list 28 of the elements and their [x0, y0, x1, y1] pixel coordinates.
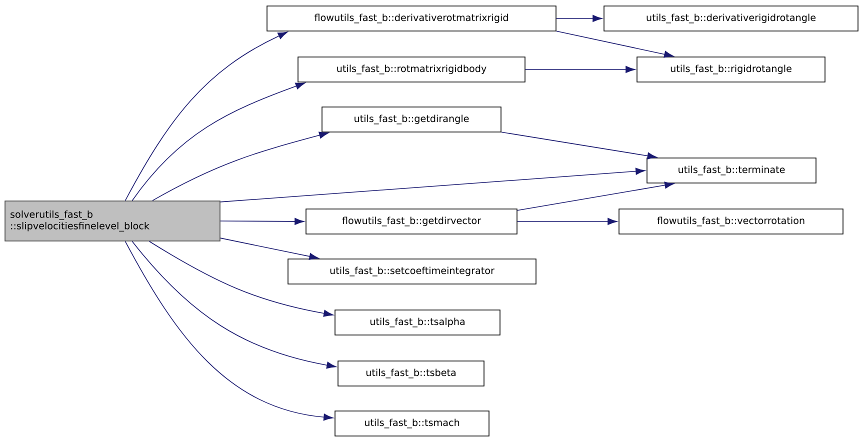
function-box: utils_fast_b::tsalpha	[334, 310, 500, 336]
function-box: flowutils_fast_b::vectorrotation	[618, 208, 844, 234]
arrow	[132, 82, 306, 201]
function-box: utils_fast_b::tsmach	[334, 410, 490, 436]
arrow	[220, 218, 304, 225]
function-box: utils_fast_b::rigidrotangle	[636, 56, 826, 82]
function-box: flowutils_fast_b::getdirvector	[306, 208, 518, 234]
arrow	[132, 240, 336, 369]
function-box: utils_fast_b::derivativerigidrotangle	[604, 6, 858, 32]
function-box: utils_fast_b::terminate	[646, 158, 816, 184]
arrow	[124, 240, 334, 421]
function-box: flowutils_fast_b::derivativerotmatrixrigid	[266, 6, 556, 32]
function-box: utils_fast_b::rotmatrixrigidbody	[298, 56, 526, 82]
function-box: solverutils_fast_b ::slipvelocitiesfinelevel_block	[4, 200, 220, 242]
arrow	[517, 218, 618, 225]
arrow	[220, 238, 319, 260]
function-box: utils_fast_b::setcoeftimeintegrator	[288, 258, 536, 284]
arrow	[556, 15, 602, 22]
arrow	[517, 182, 674, 211]
arrow	[556, 30, 674, 58]
function-box: utils_fast_b::getdirangle	[322, 106, 502, 132]
function-box: utils_fast_b::tsbeta	[338, 360, 484, 386]
arrow	[148, 240, 334, 317]
arrow	[152, 132, 329, 201]
arrow	[501, 132, 657, 160]
arrow	[525, 66, 636, 73]
arrow	[124, 32, 288, 201]
arrow	[220, 168, 646, 202]
